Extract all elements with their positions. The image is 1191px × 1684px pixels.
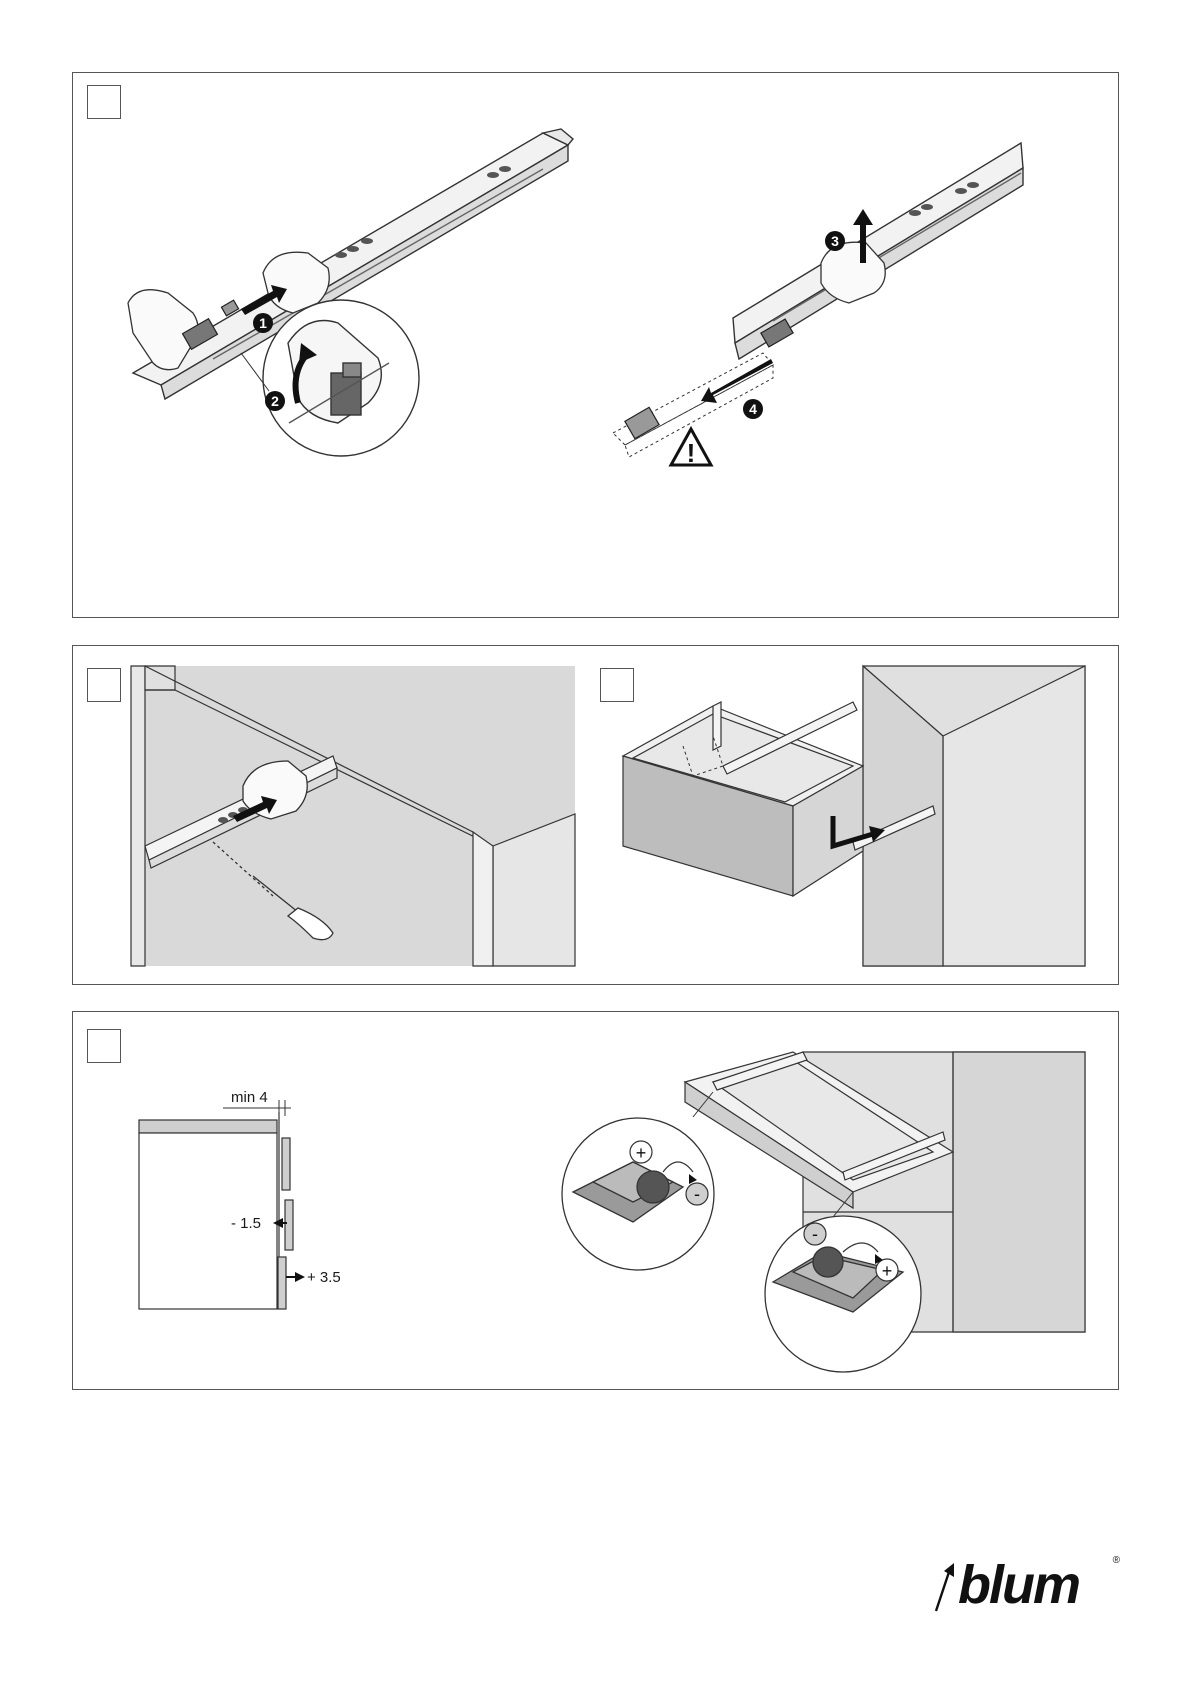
adjust-minus-right: - — [804, 1223, 826, 1245]
svg-text:-: - — [694, 1184, 700, 1204]
svg-text:+: + — [636, 1143, 647, 1163]
adjustment-illustration: min 4 - 1.5 + 3.5 — [73, 1012, 1120, 1391]
adjust-minus-left: - — [686, 1183, 708, 1205]
svg-text:+: + — [882, 1261, 893, 1281]
svg-text:+ 3.5: + 3.5 — [307, 1269, 341, 1286]
cabinet-interior-left — [131, 666, 575, 966]
svg-text:4: 4 — [749, 401, 757, 417]
arrow-icon — [701, 359, 773, 403]
dimension-min-4: min 4 — [223, 1089, 291, 1116]
adjust-plus-right: + — [876, 1259, 898, 1281]
detail-magnifier — [263, 300, 419, 456]
panel-removal-steps: 1 2 — [72, 72, 1119, 618]
detail-magnifier-right — [765, 1216, 921, 1372]
installation-illustration — [73, 646, 1120, 986]
blum-arrow-icon — [930, 1555, 960, 1615]
blum-logo: blum ® — [930, 1555, 1120, 1615]
svg-text:1: 1 — [259, 315, 267, 331]
drawer — [623, 702, 863, 896]
svg-text:-: - — [812, 1224, 818, 1244]
svg-text:3: 3 — [831, 233, 839, 249]
adjust-plus-left: + — [630, 1141, 652, 1163]
step-marker-1: 1 — [253, 313, 273, 333]
svg-text:2: 2 — [271, 393, 279, 409]
panel-installation — [72, 645, 1119, 985]
svg-text:- 1.5: - 1.5 — [231, 1215, 261, 1232]
step-marker-4: 4 — [743, 399, 763, 419]
step-marker-3: 3 — [825, 231, 845, 251]
removal-illustration: 1 2 — [73, 73, 1120, 619]
dimension-plus-3-5: + 3.5 — [286, 1269, 341, 1286]
step-marker-2: 2 — [265, 391, 285, 411]
registered-mark: ® — [1113, 1555, 1120, 1566]
panel-adjustment: min 4 - 1.5 + 3.5 — [72, 1011, 1119, 1390]
cabinet-right — [863, 666, 1085, 966]
svg-text:!: ! — [687, 438, 696, 468]
removed-locking-device — [625, 407, 659, 438]
brand-name: blum — [958, 1555, 1079, 1615]
warning-triangle-icon: ! — [671, 429, 711, 468]
front-panel-side-view — [139, 1112, 279, 1309]
svg-text:min 4: min 4 — [231, 1089, 268, 1106]
